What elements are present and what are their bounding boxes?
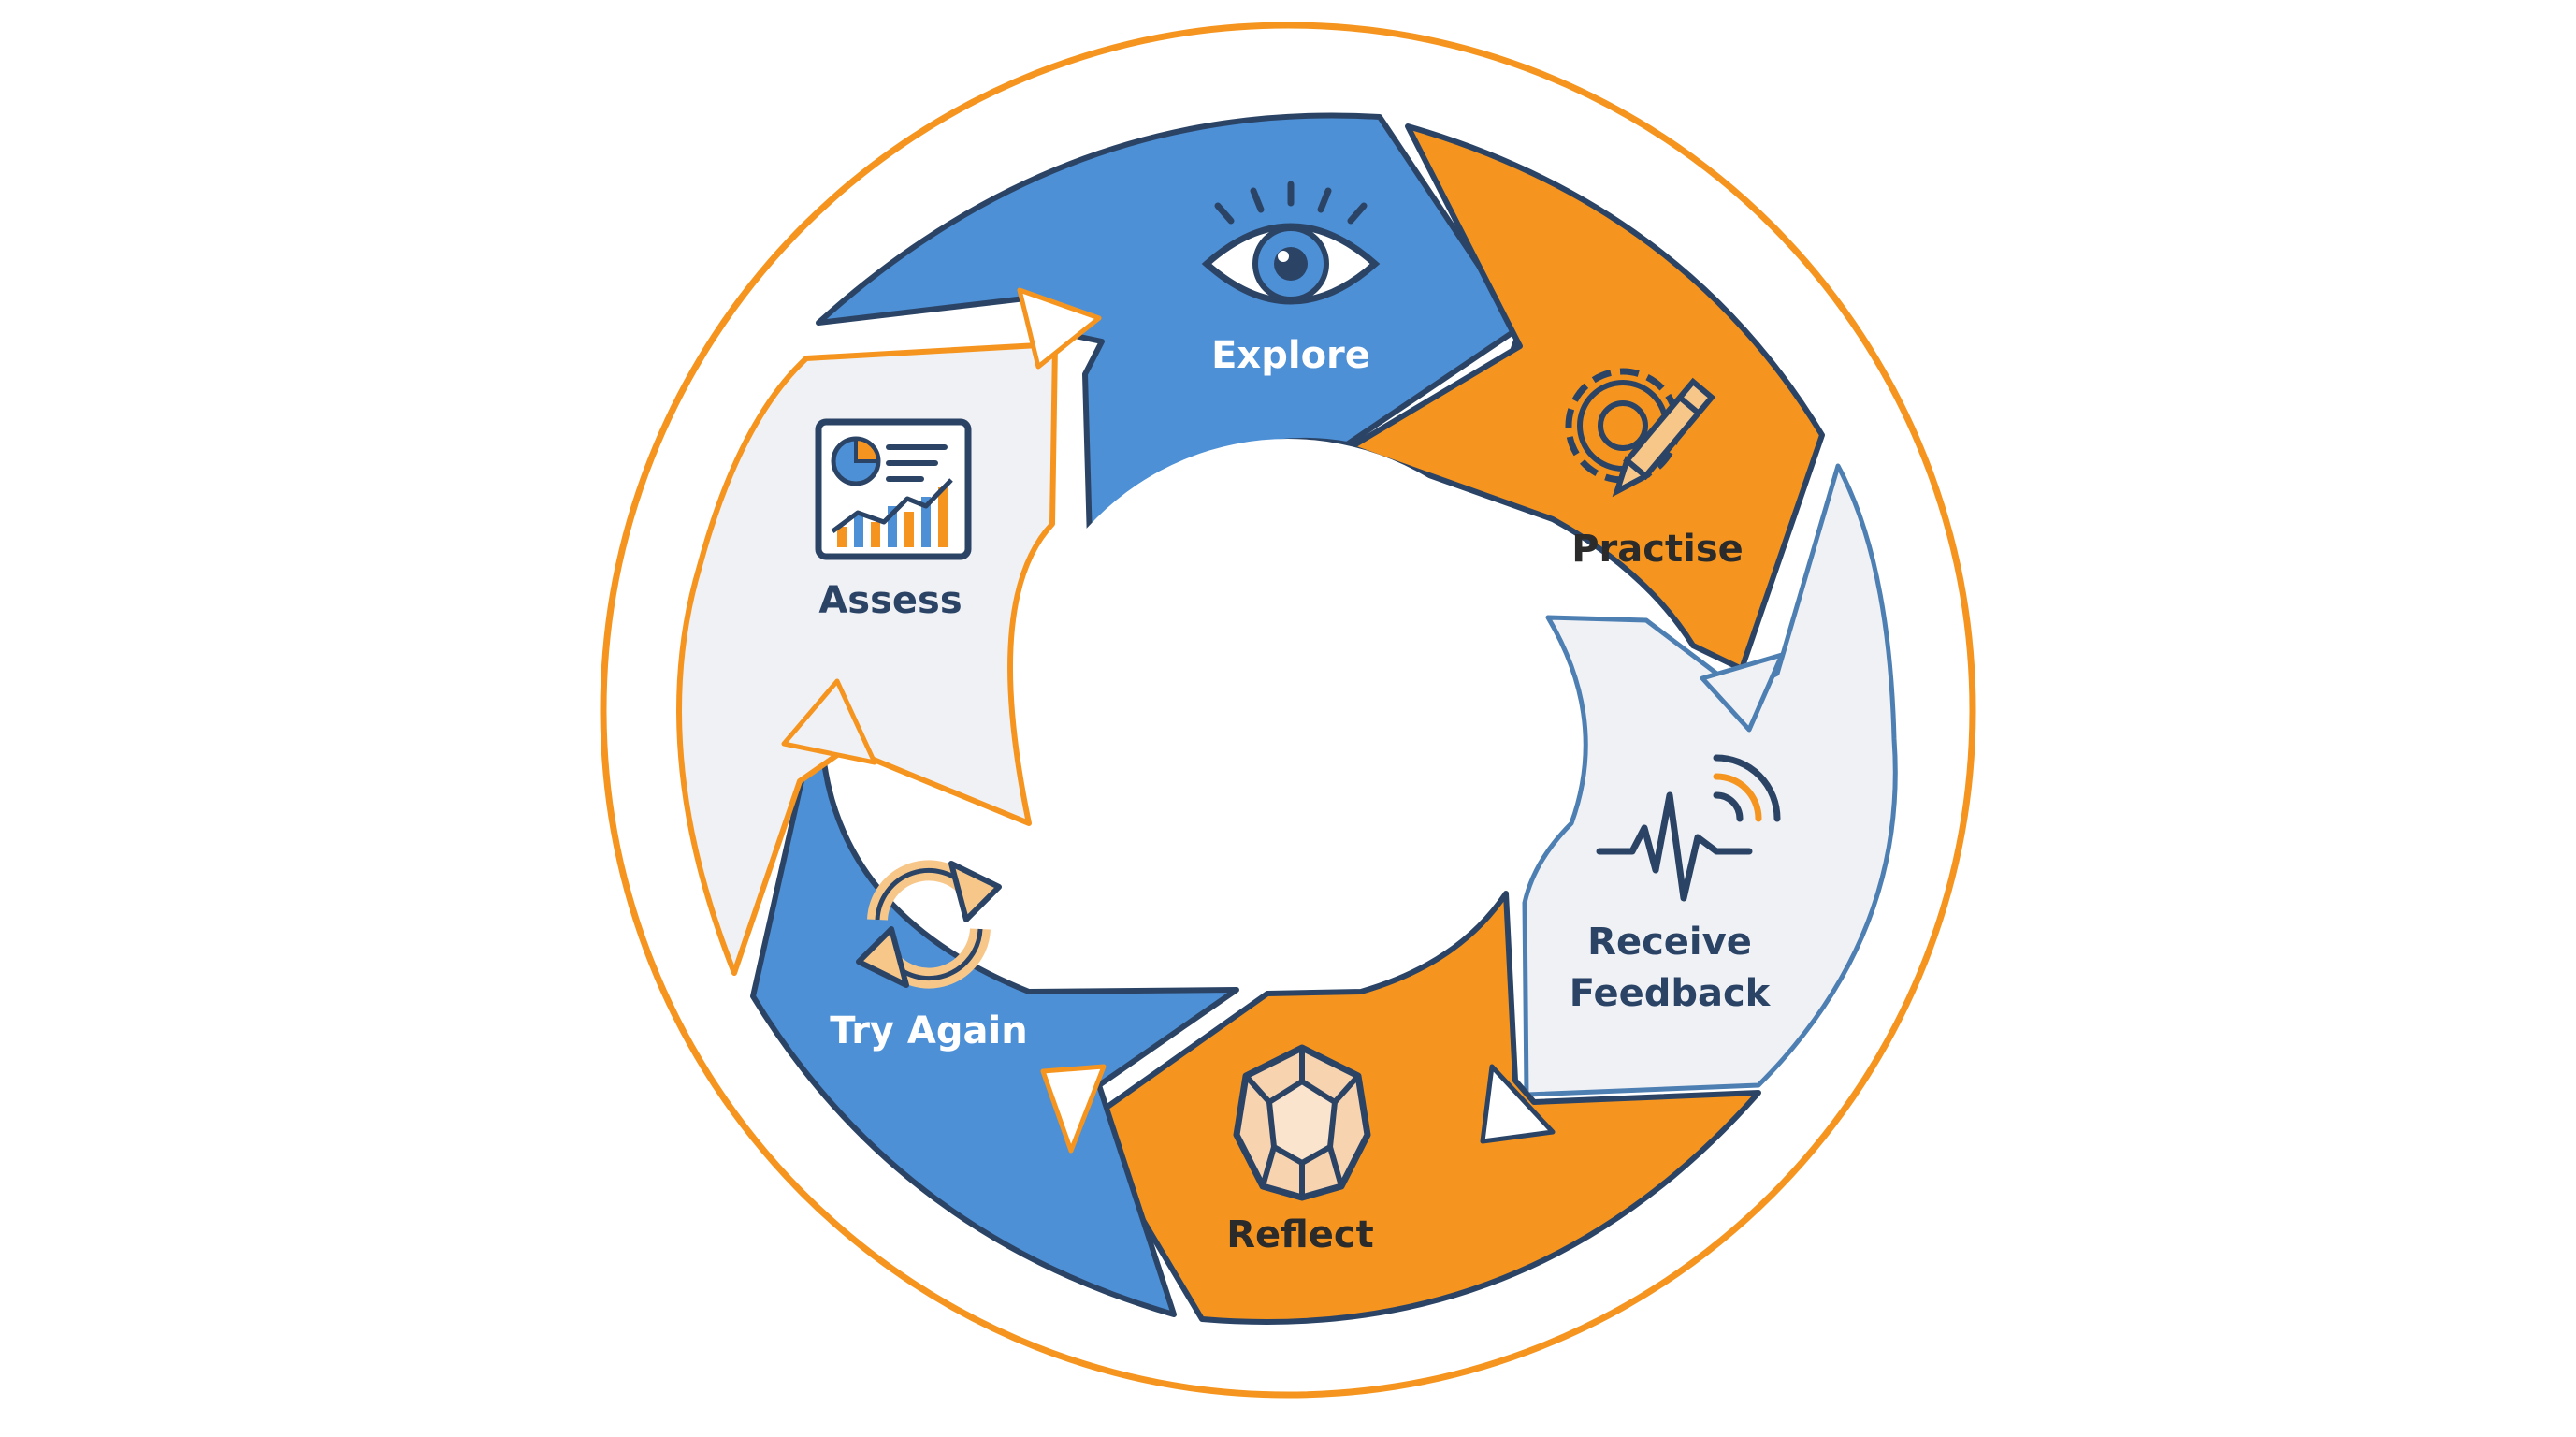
reflect-segment (1082, 891, 1761, 1325)
practise-label: Practise (1571, 528, 1744, 571)
receive-feedback-segment (1522, 463, 1898, 1097)
try-again-label: Try Again (830, 1009, 1027, 1052)
assess-label: Assess (818, 579, 962, 622)
eye-icon (1201, 181, 1381, 305)
gem-icon (1233, 1044, 1371, 1201)
feedback-arrowhead (1480, 1064, 1556, 1144)
explore-label: Explore (1211, 334, 1370, 377)
signal-wave-icon (1596, 754, 1781, 902)
center-hole (1017, 439, 1559, 981)
assess-arrowhead (1017, 287, 1102, 370)
receive-feedback-label-line1: Receive (1587, 921, 1752, 964)
receive-feedback-label-line2: Feedback (1570, 972, 1772, 1015)
reflect-arrowhead (1040, 1064, 1107, 1154)
practise-arrowhead (1700, 652, 1785, 733)
refresh-icon (856, 860, 1002, 989)
reflect-label: Reflect (1226, 1213, 1374, 1256)
chart-dashboard-icon (815, 418, 972, 560)
outer-ring (600, 22, 1976, 1399)
gear-pencil-icon (1565, 368, 1716, 498)
try-again-arrowhead (781, 678, 877, 765)
